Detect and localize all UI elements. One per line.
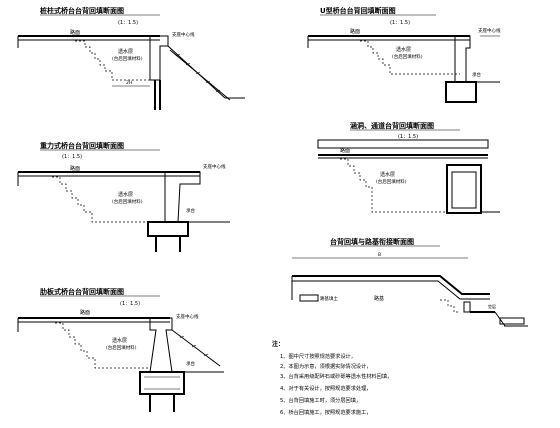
panel-5-title: 肋板式桥台台背回填断面图 [40,287,124,296]
panel-2-platform: 承台 [472,71,481,78]
panel-3-fill: 透水层 [118,191,133,198]
panel-2-ratio: (1：1.5) [390,20,410,26]
panel-2-center: 支座中心线 [478,27,501,34]
panel-1: 桩柱式桥台台背回填断面图 (1：1.5) 路面 透水层 (台后回填材料) 支座中… [17,6,245,110]
panel-3: 重力式桥台台背回填断面图 (1：1.5) 路面 透水层 (台后回填材料) 支座中… [17,141,230,252]
panel-4: 涵洞、通道台背回填断面图 (1：1.5) 路面 透水层 (台后回填材料) [317,121,500,214]
panel-3-ratio: (1：1.5) [62,154,82,160]
panel-5-center: 支座中心线 [176,313,199,320]
note-4: 4、对于有关设计，按照规范要求处理， [280,384,372,392]
panel-1-road: 路面 [70,29,80,36]
note-2: 2、本图为示意，须根据实际情况设计， [280,362,372,370]
panel-1-dim: 2H [126,80,132,86]
panel-3-road: 路面 [70,165,80,172]
panel-1-fill: 透水层 [118,48,133,55]
panel-2-road: 路面 [350,28,360,35]
panel-6-approach: 路基填土 [320,295,338,302]
panel-6: 台背回填与路基衔接断面图 B 路基填土 路基 垫层 [291,237,528,327]
panel-4-title: 涵洞、通道台背回填断面图 [350,121,434,130]
panel-3-fill-sub: (台后回填材料) [112,198,143,205]
panel-4-fill-sub: (台后回填材料) [376,178,407,185]
panel-5: 肋板式桥台台背回填断面图 (1：1.5) 路面 透水层 (台后回填材料) 支座中… [17,287,224,412]
panel-3-title: 重力式桥台台背回填断面图 [40,141,124,150]
panel-2-fill-sub: (台后回填材料) [392,53,423,60]
panel-5-fill: 透水层 [112,337,127,344]
panel-3-center: 支座中心线 [203,163,226,170]
panel-6-dim: B [378,252,381,258]
note-5: 5、台背回填施工时，须分层回填， [280,396,361,404]
panel-2-title: U型桥台台背回填断面图 [320,6,396,15]
panel-5-platform: 承台 [186,360,195,367]
panel-3-platform: 承台 [186,207,195,214]
panel-6-cushion: 垫层 [488,303,496,309]
panel-6-subgrade: 路基 [374,295,384,302]
panel-1-fill-sub: (台后回填材料) [112,55,143,62]
panel-5-ratio: (1：1.5) [120,301,140,307]
note-1: 1、图中尺寸按照规范要求设计， [280,352,356,360]
panel-4-road: 路面 [340,147,350,154]
notes-block: 注： 1、图中尺寸按照规范要求设计， 2、本图为示意，须根据实际情况设计， 3、… [272,340,392,416]
panel-4-fill: 透水层 [380,171,395,178]
panel-5-fill-sub: (台后回填材料) [106,344,137,351]
notes-heading: 注： [272,340,284,348]
note-3: 3、台背采用级配碎石或砂砾等透水性材料回填， [280,372,392,380]
note-6: 6、桥台回填施工，按照规范要求施工， [280,408,372,416]
panel-2-fill: 透水层 [396,46,411,53]
panel-1-ratio: (1：1.5) [118,20,138,26]
panel-1-title: 桩柱式桥台台背回填断面图 [40,6,124,15]
panel-4-ratio: (1：1.5) [398,134,418,140]
panel-1-center: 支座中心线 [172,31,195,38]
panel-5-road: 路面 [80,309,90,316]
panel-2: U型桥台台背回填断面图 (1：1.5) 路面 透水层 (台后回填材料) 承台 支… [307,6,501,103]
panel-6-title: 台背回填与路基衔接断面图 [330,237,414,246]
